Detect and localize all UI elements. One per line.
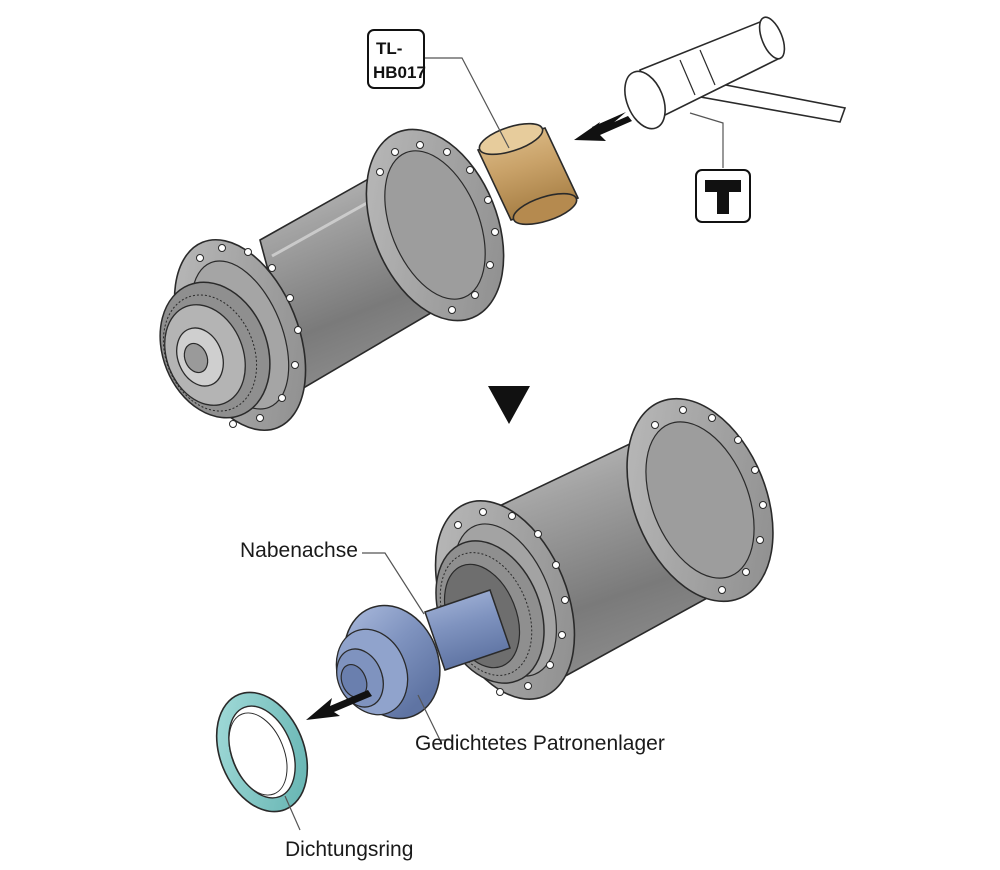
top-hub-rotor-spline xyxy=(159,281,271,419)
tool-leader-line xyxy=(424,57,510,149)
seal-ring xyxy=(215,691,309,813)
down-triangle-icon xyxy=(488,386,530,424)
bearing-leader-line xyxy=(417,694,452,741)
seal-leader-line xyxy=(284,795,301,831)
hammer-icon xyxy=(695,169,751,223)
hammer-leader-line xyxy=(689,112,724,168)
tool-badge-line1: TL- xyxy=(376,39,402,58)
label-seal: Dichtungsring xyxy=(285,838,413,861)
bottom-hub xyxy=(335,397,774,720)
tool-badge: TL- HB017 xyxy=(367,29,426,89)
tool-badge-line2: HB017 xyxy=(373,63,426,82)
tool-tl-hb017 xyxy=(476,122,580,226)
axle-leader-line xyxy=(362,552,425,615)
hammer xyxy=(624,16,847,130)
top-hub-right-flange xyxy=(365,128,505,322)
label-axle: Nabenachse xyxy=(240,539,358,562)
arrow-down-left-icon xyxy=(306,690,372,720)
top-hub xyxy=(159,122,580,432)
label-bearing: Gedichtetes Patronenlager xyxy=(415,732,665,755)
bottom-hub-right-flange xyxy=(626,397,774,603)
